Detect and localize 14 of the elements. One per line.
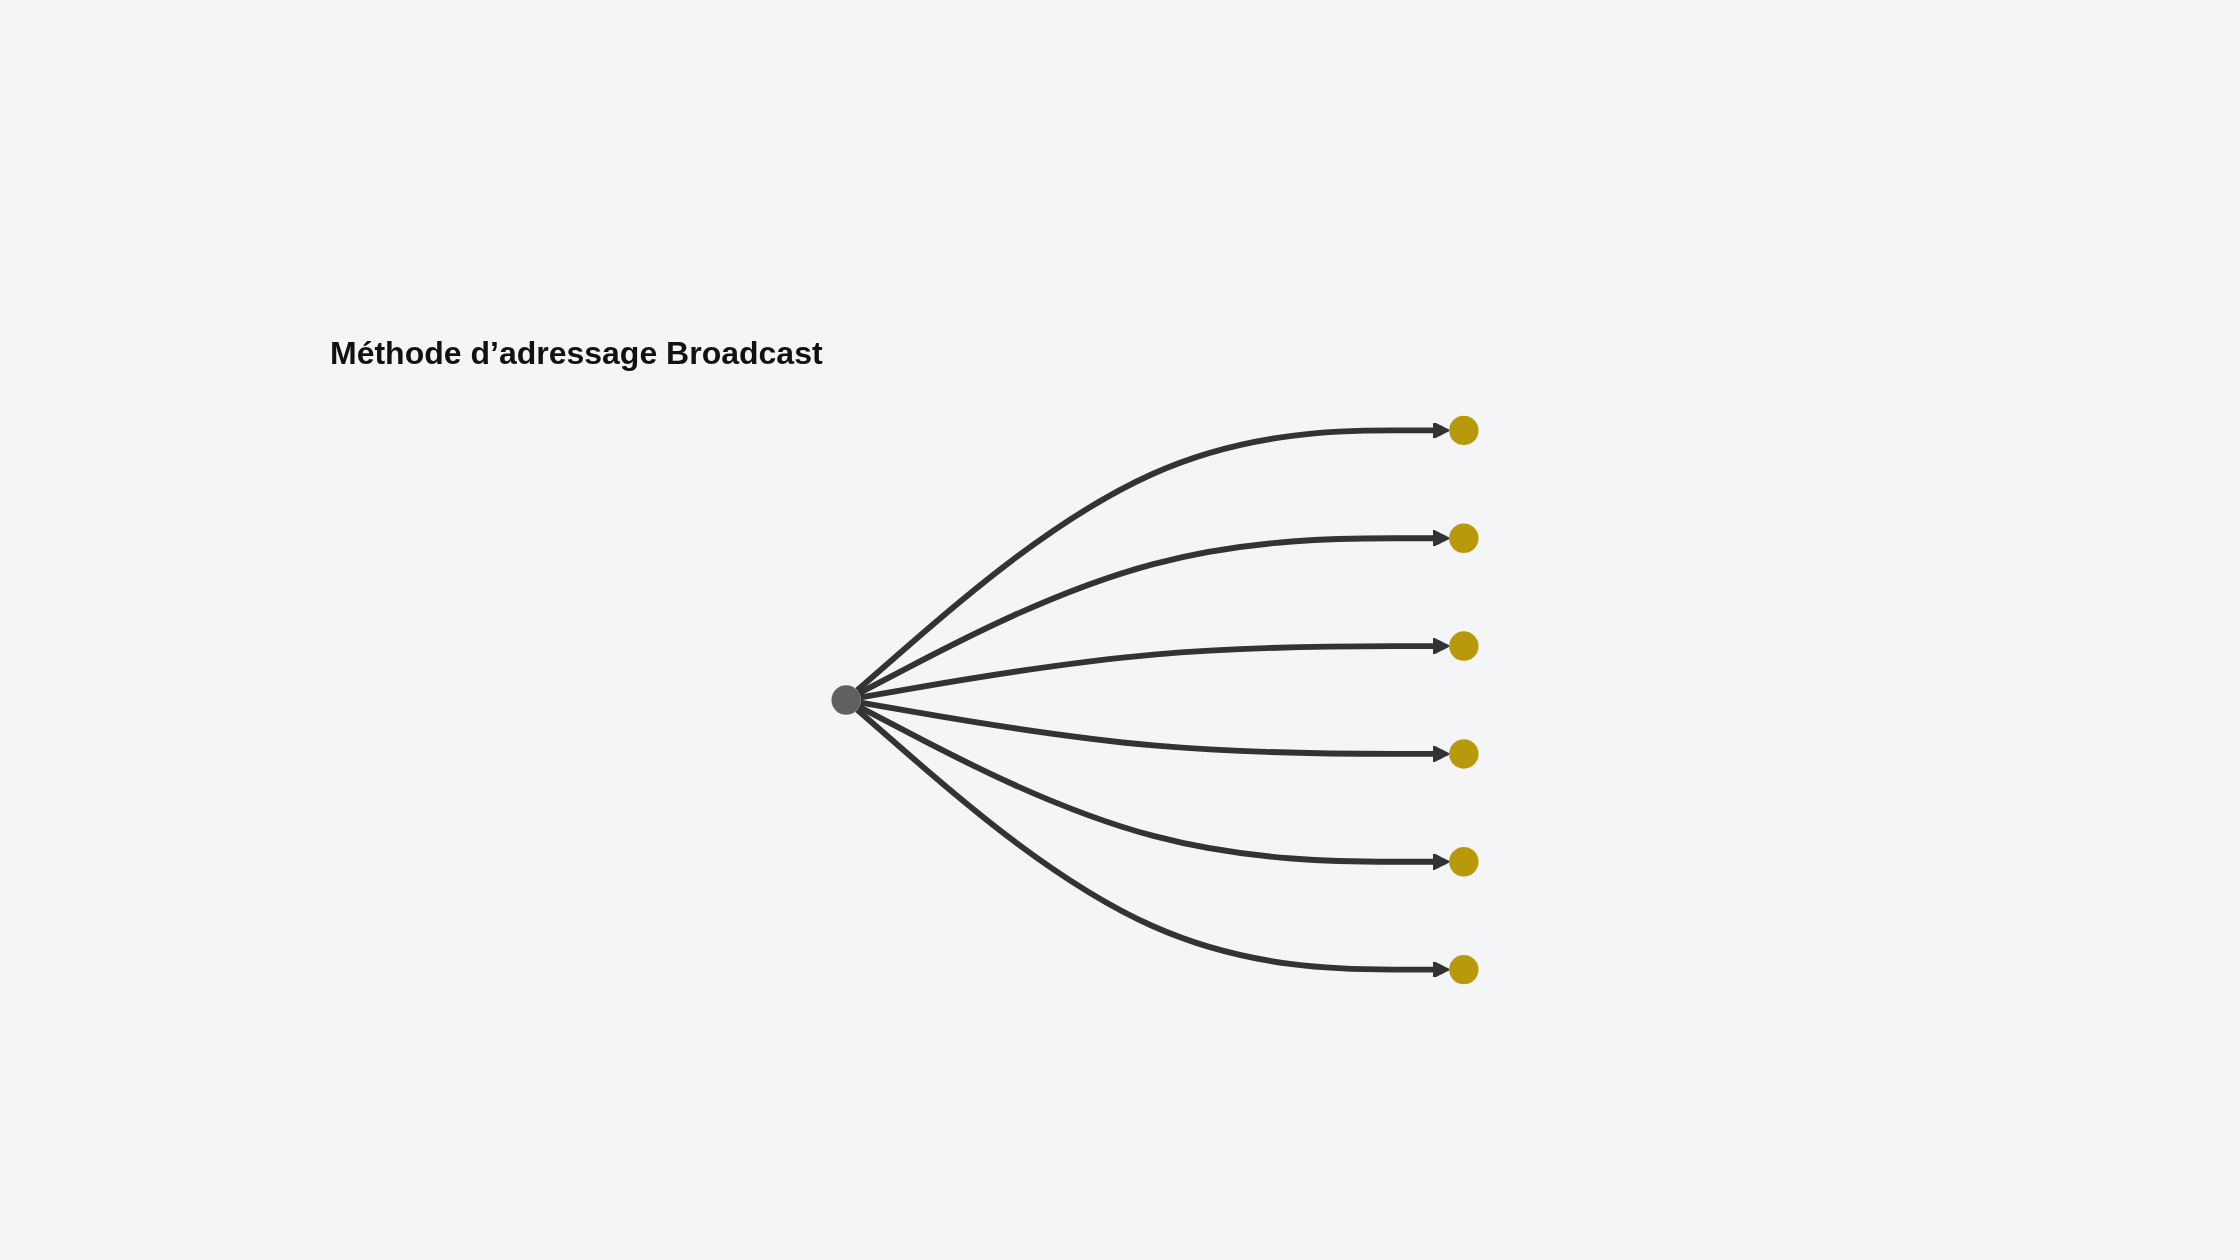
node-circle <box>1449 523 1479 553</box>
node-circle <box>1449 847 1479 877</box>
node-circle <box>1449 415 1479 446</box>
node-circle <box>831 685 861 715</box>
arrow <box>855 421 1450 693</box>
arrow <box>857 704 1450 871</box>
arrow <box>857 529 1450 696</box>
node-circle <box>1449 631 1479 661</box>
arrow <box>860 699 1450 763</box>
node-circle <box>1449 954 1479 985</box>
diagram-title: Méthode d’adressage Broadcast <box>330 335 823 372</box>
node-circle <box>1449 739 1479 769</box>
arrow <box>855 707 1450 979</box>
arrow <box>860 637 1450 701</box>
